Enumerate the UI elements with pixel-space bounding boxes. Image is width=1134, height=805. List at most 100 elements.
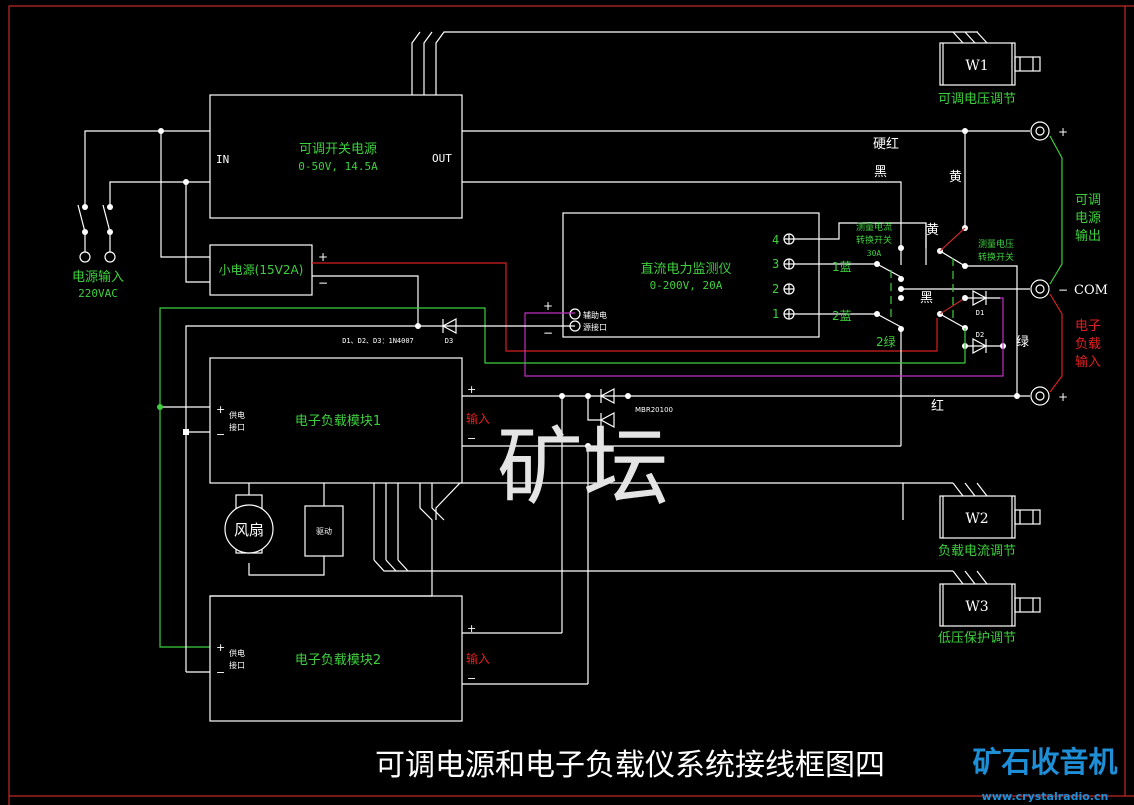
psu-spec: 0-50V, 14.5A (298, 160, 378, 173)
mains-switch-n[interactable] (102, 204, 111, 233)
load2-supply-2: 接口 (229, 660, 245, 670)
input-bracket (1049, 293, 1063, 393)
w3-ribbon (385, 559, 397, 572)
label-red: 红 (931, 398, 944, 414)
load2-name: 电子负载模块2 (295, 653, 381, 668)
switch-contact (898, 276, 904, 282)
w2-ribbon (964, 482, 976, 497)
psu-out-label: OUT (432, 152, 452, 165)
pot-w2-id: W2 (965, 511, 988, 527)
load1-input-plus: + (467, 383, 476, 396)
pot-w3[interactable] (939, 583, 1041, 627)
terminal-2-label: 2 (772, 282, 779, 296)
bottom-plus: + (1058, 390, 1068, 404)
aux-power-red-wire (312, 262, 938, 352)
input-label-3: 输入 (1075, 354, 1101, 370)
watermark: 矿坛 (497, 418, 669, 518)
load1-name: 电子负载模块1 (295, 414, 381, 429)
output-positive-terminal[interactable] (1030, 121, 1050, 141)
switch-contact (898, 245, 904, 251)
monitor-spec: 0-200V, 20A (650, 279, 723, 292)
voltage-switch-line1: 测量电压 (978, 238, 1014, 250)
diode-d2 (965, 337, 1003, 355)
load1-supply-plus: + (216, 403, 225, 416)
mains-label: 电源输入 (72, 269, 124, 285)
pot-w1-id: W1 (965, 58, 988, 74)
output-label-2: 电源 (1075, 211, 1101, 226)
pot-w1[interactable] (939, 42, 1041, 86)
diagram-title: 可调电源和电子负载仪系统接线框图四 (375, 748, 885, 783)
supply-green-wire-2 (159, 407, 210, 648)
com-label: COM (1074, 283, 1108, 298)
load2-input-label: 输入 (466, 651, 490, 666)
aux-plus: + (543, 299, 553, 313)
input-label-1: 电子 (1075, 319, 1101, 334)
label-green-2: 2绿 (876, 334, 896, 349)
site-logo[interactable]: 矿石收音机 (972, 745, 1117, 779)
aux-power-terminal-plus (569, 308, 581, 320)
label-green: 绿 (1016, 335, 1029, 350)
current-switch-line2: 转换开关 (856, 234, 892, 246)
label-yellow-2: 黄 (926, 223, 939, 238)
com-terminal[interactable] (1030, 279, 1050, 299)
pot-w2[interactable] (939, 495, 1041, 539)
supply-negative-wire (185, 325, 575, 432)
small-psu-name: 小电源(15V2A) (219, 263, 304, 277)
current-switch-blade-2[interactable] (876, 313, 902, 328)
output-bracket (1049, 135, 1063, 285)
load1-supply-1: 供电 (229, 410, 245, 420)
voltage-switch-blade-2[interactable] (939, 297, 966, 315)
terminal-4-label: 4 (772, 233, 779, 247)
voltage-switch-blade-1[interactable] (939, 227, 966, 252)
load1-supply-minus: − (216, 428, 225, 441)
w2-ribbon (976, 482, 988, 497)
w3-ribbon (373, 559, 953, 572)
load1-supply-2: 接口 (229, 422, 245, 432)
label-blue-2: 2蓝 (832, 309, 852, 323)
site-url[interactable]: www.crystalradio.cn (982, 790, 1109, 803)
w2-ribbon (952, 482, 964, 497)
diode-d1 (965, 289, 1000, 307)
input-label-2: 负载 (1075, 337, 1101, 352)
fan-driver-label: 驱动 (316, 526, 332, 536)
w1-ribbon (423, 31, 433, 95)
load2-input-plus: + (467, 622, 476, 635)
aux-minus: − (543, 326, 553, 340)
small-psu-minus: − (318, 276, 328, 290)
output-label-3: 输出 (1075, 228, 1101, 244)
com-minus: − (1058, 283, 1068, 297)
small-psu-plus: + (318, 250, 328, 264)
power-monitor-box (562, 212, 820, 338)
mains-terminal-n (104, 251, 116, 263)
label-hard-red: 硬红 (873, 136, 899, 152)
fan (224, 483, 325, 576)
current-switch-rating: 30A (867, 249, 882, 258)
w3-ribbon (976, 570, 988, 585)
label-black-1: 黑 (874, 165, 887, 180)
load-module-1-box (209, 357, 463, 484)
load2-supply-1: 供电 (229, 648, 245, 658)
mains-switch-l[interactable] (77, 204, 86, 233)
load2-input-minus: − (467, 672, 476, 685)
diode-d3 (441, 317, 457, 335)
pot-w3-label: 低压保护调节 (938, 631, 1016, 646)
pot-w3-id: W3 (965, 599, 988, 615)
label-blue-1: 1蓝 (832, 260, 852, 274)
w1-ribbon (952, 31, 964, 44)
psu-negative-black (462, 181, 902, 265)
switch-contact (107, 204, 113, 210)
junction (625, 393, 631, 399)
junction (1014, 393, 1020, 399)
load2-supply-plus: + (216, 641, 225, 654)
aux-label-1: 辅助电 (583, 310, 607, 320)
d1-label: D1 (976, 309, 984, 317)
current-switch-line1: 测量电流 (856, 221, 892, 233)
fan-label: 风扇 (234, 521, 264, 539)
switch-contact (898, 295, 904, 301)
small-psu-negative-wire (312, 275, 419, 326)
junction (157, 404, 163, 410)
load-positive-terminal[interactable] (1030, 386, 1050, 406)
load2-supply-minus: − (216, 666, 225, 679)
current-switch-blade-1[interactable] (876, 263, 902, 278)
